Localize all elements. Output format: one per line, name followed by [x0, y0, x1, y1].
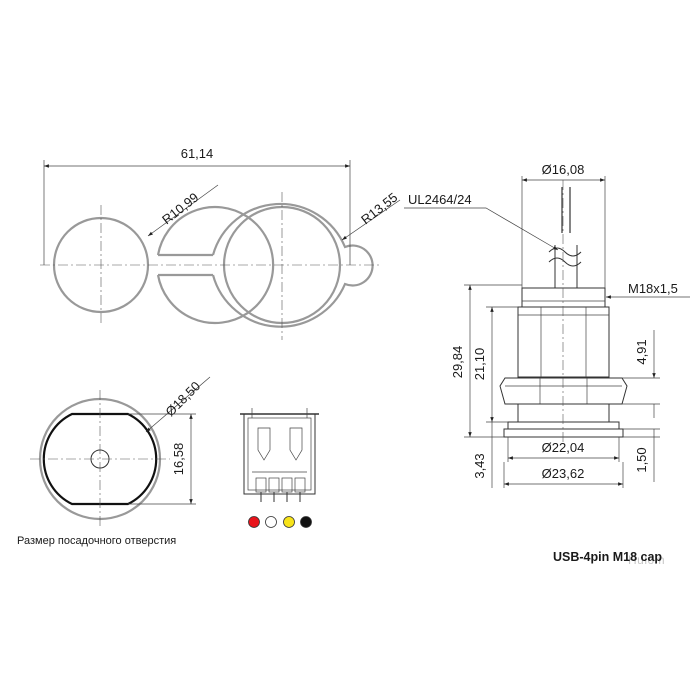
dim-small-radius: R10,99	[159, 190, 201, 228]
cap-top-view: 61,14 R10,99 R13,55	[40, 146, 400, 340]
mounting-cutout-view: Ø18,50 16,58	[30, 376, 211, 528]
usb-socket-front-view	[240, 408, 319, 502]
dim-cutout-diameter: Ø18,50	[162, 378, 203, 419]
dim-cap-width: 61,14	[181, 146, 214, 161]
dim-flange-diameter: Ø22,04	[542, 440, 585, 455]
wire-color-white	[265, 516, 277, 528]
dim-base-diameter: Ø23,62	[542, 466, 585, 481]
dim-top-diameter: Ø16,08	[542, 162, 585, 177]
brand-watermark: Hulom	[628, 553, 666, 567]
wire-color-yellow	[283, 516, 295, 528]
label-thread: M18x1,5	[628, 281, 678, 296]
dim-total-height: 29,84	[450, 346, 465, 379]
dim-large-radius: R13,55	[358, 190, 400, 228]
dim-cutout-flat: 16,58	[171, 443, 186, 476]
wire-color-legend	[248, 516, 312, 528]
dim-flange-height: 3,43	[472, 453, 487, 478]
product-name: USB-4pin M18 cap	[553, 550, 663, 564]
wire-color-red	[248, 516, 260, 528]
dim-flange-step: 1,50	[634, 447, 649, 472]
connector-side-view: Ø16,08 UL2464/24 M18x1,5 29,84 21,10 4,9…	[404, 162, 690, 488]
wire-color-black	[300, 516, 312, 528]
dim-nut-height: 4,91	[634, 339, 649, 364]
mounting-hole-caption: Размер посадочного отверстия	[17, 535, 177, 547]
label-cable-type: UL2464/24	[408, 192, 472, 207]
dim-body-height: 21,10	[472, 348, 487, 381]
